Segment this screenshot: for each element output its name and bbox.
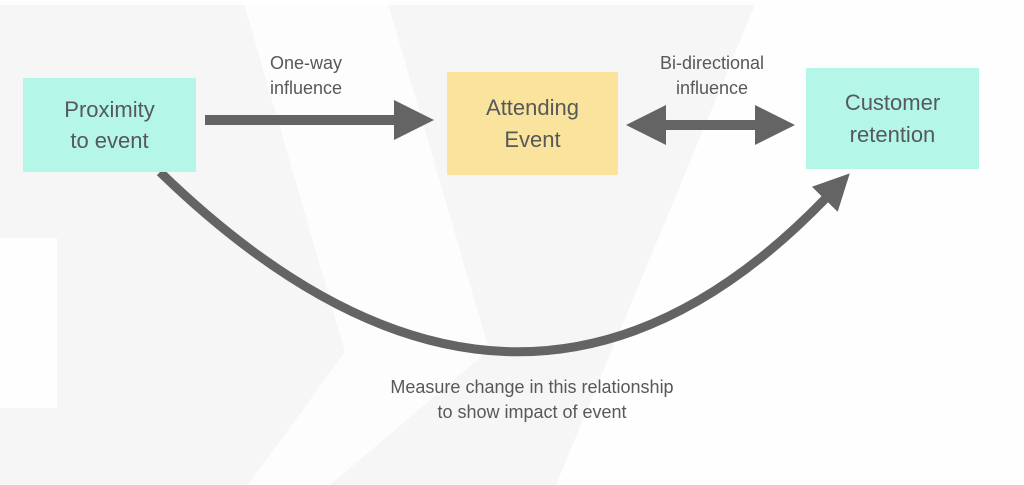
measure-change-caption: Measure change in this relationship to s…	[390, 377, 674, 423]
node-proximity-to-event: Proximity to event	[23, 78, 196, 172]
curved-measurement-arrow	[156, 168, 850, 357]
one-way-influence-label: One-way influence	[269, 53, 343, 99]
background-top-strip	[0, 0, 1024, 5]
background-left-block	[0, 238, 57, 408]
node-customer-retention: Customer retention	[806, 68, 979, 169]
node-attending-event: Attending Event	[447, 72, 618, 175]
bidirectional-influence-label: Bi-directional influence	[659, 53, 765, 99]
